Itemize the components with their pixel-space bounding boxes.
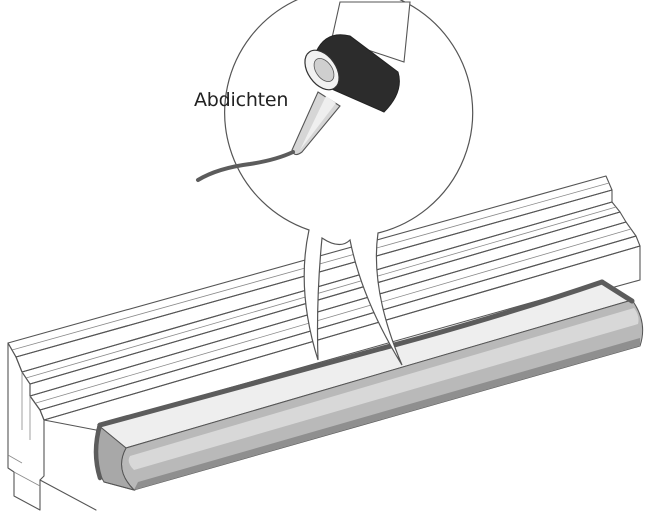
callout-label: Abdichten <box>194 89 289 111</box>
gasket-strip <box>94 281 644 491</box>
callout-bubble <box>224 0 474 366</box>
sealant-bead-icon <box>93 279 635 481</box>
frame-profile <box>7 175 641 511</box>
cartridge-nozzle-icon <box>196 1 411 182</box>
